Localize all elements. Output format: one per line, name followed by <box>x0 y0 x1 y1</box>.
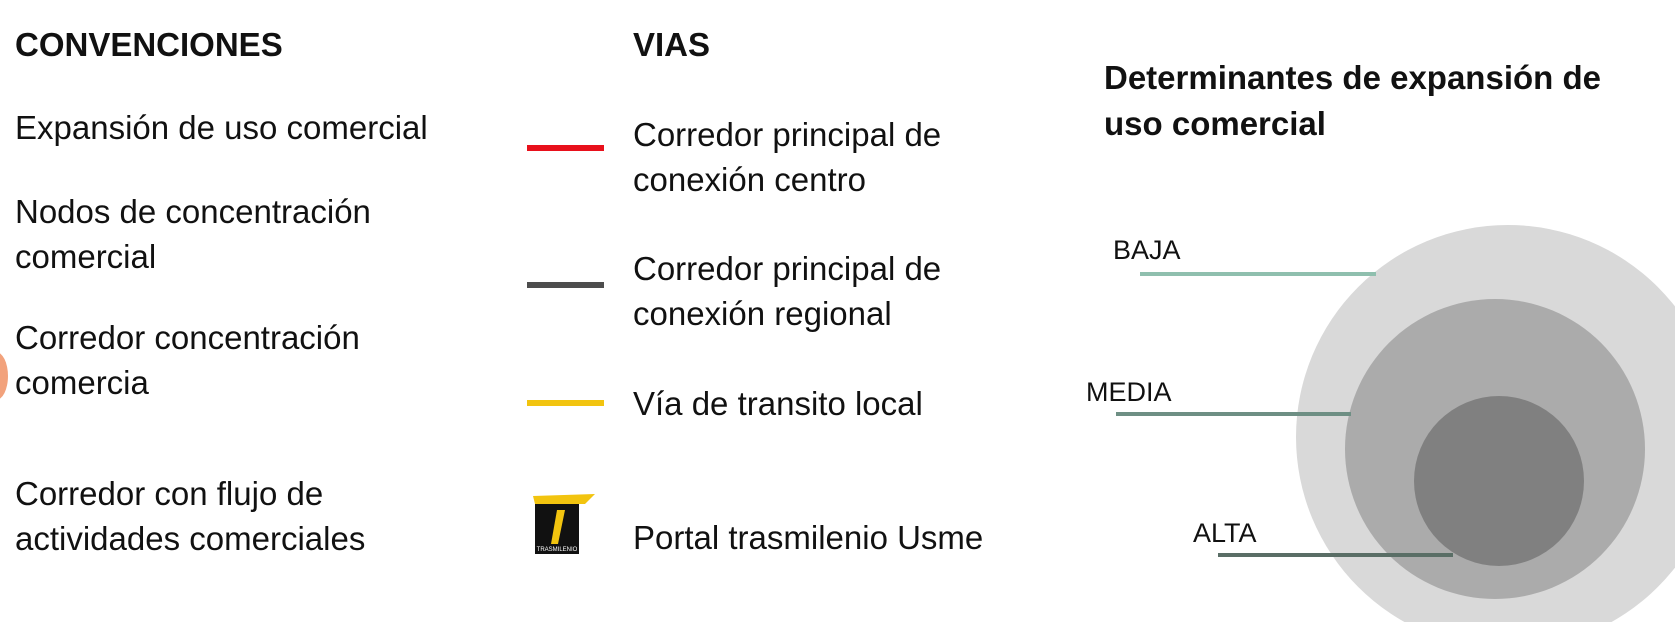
level-label-baja: BAJA <box>1113 235 1181 265</box>
dark-gray-line-swatch <box>527 282 604 288</box>
determinants-heading: Determinantes de expansión de uso comerc… <box>1104 55 1601 147</box>
level-circle-alta <box>1414 396 1584 566</box>
level-label-media: MEDIA <box>1086 377 1172 407</box>
convention-item-label-continued: comercia <box>15 364 149 401</box>
convention-item-concentration-corridor: Corredor concentración comercia <box>15 315 360 405</box>
convention-item-label: Corredor con flujo de <box>15 475 324 512</box>
via-item-portal: Portal trasmilenio Usme <box>633 515 983 560</box>
conventions-heading: CONVENCIONES <box>15 26 283 63</box>
convention-item-label: Nodos de concentración <box>15 193 371 230</box>
determinants-heading-line1: Determinantes de expansión de <box>1104 59 1601 96</box>
convention-item-label-continued: comercial <box>15 238 157 275</box>
level-label-alta: ALTA <box>1193 518 1257 548</box>
via-item-regional-corridor: Corredor principal de conexión regional <box>633 246 941 336</box>
vias-heading: VIAS <box>633 26 711 63</box>
yellow-line-swatch <box>527 400 604 406</box>
via-item-label: Corredor principal de <box>633 250 942 287</box>
convention-item-flow-corridor: Corredor con flujo de actividades comerc… <box>15 471 365 561</box>
via-item-label: Vía de transito local <box>633 385 923 422</box>
via-item-local-transit: Vía de transito local <box>633 381 923 426</box>
via-item-label-continued: conexión regional <box>633 295 892 332</box>
via-item-center-corridor: Corredor principal de conexión centro <box>633 112 941 202</box>
transmilenio-logo-text: TRASMILENIO <box>537 547 578 553</box>
convention-item-nodes: Nodos de concentración comercial <box>15 189 371 279</box>
via-item-label-continued: conexión centro <box>633 161 866 198</box>
via-item-label: Corredor principal de <box>633 116 942 153</box>
determinants-heading-line2: uso comercial <box>1104 105 1326 142</box>
via-item-label: Portal trasmilenio Usme <box>633 519 984 556</box>
convention-item-label-continued: actividades comerciales <box>15 520 366 557</box>
transmilenio-logo-icon: TRASMILENIO <box>533 494 595 554</box>
left-edge-marker <box>0 352 8 400</box>
convention-item-expansion: Expansión de uso comercial <box>15 105 428 150</box>
red-line-swatch <box>527 145 604 151</box>
convention-item-label: Expansión de uso comercial <box>15 109 428 146</box>
convention-item-label: Corredor concentración <box>15 319 360 356</box>
